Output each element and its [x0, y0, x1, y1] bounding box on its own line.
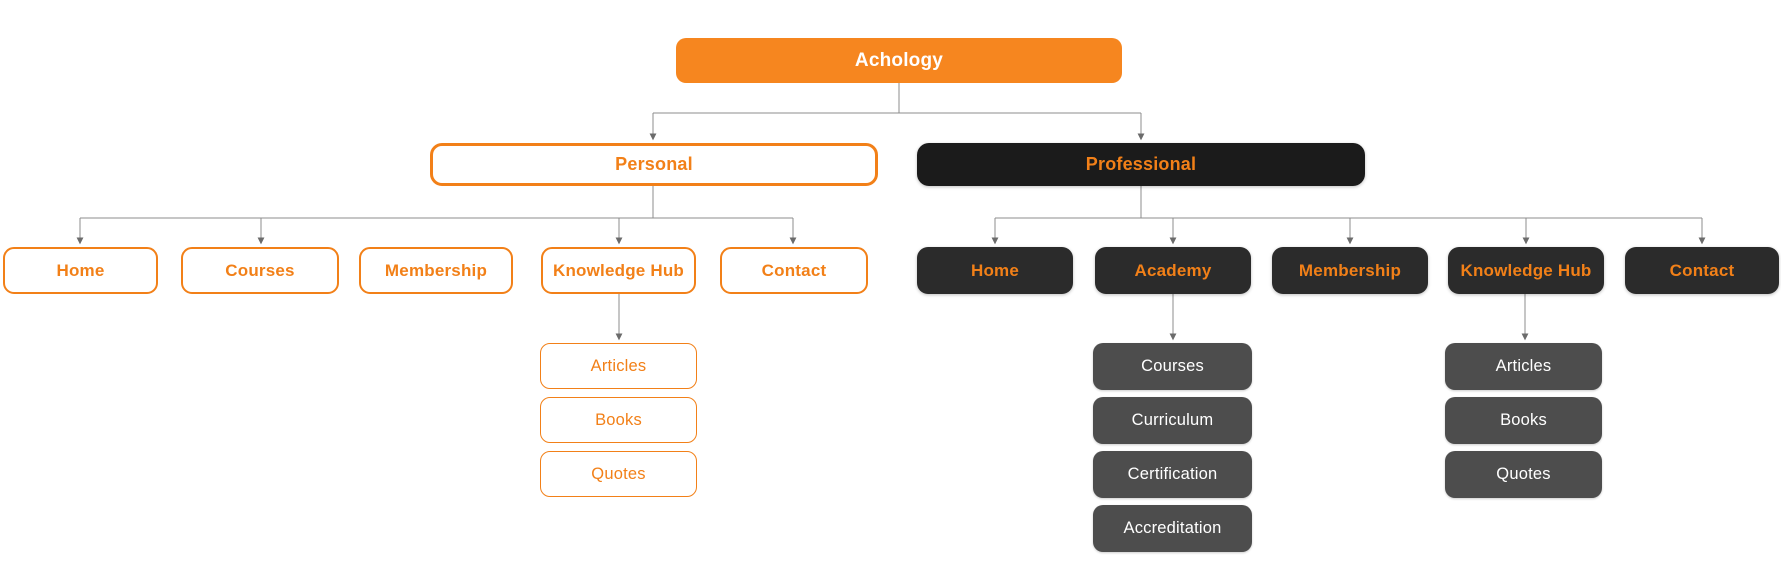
- node-professional-articles[interactable]: Articles: [1445, 343, 1602, 390]
- edges-professional-nav: [991, 186, 1706, 245]
- node-label: Professional: [1085, 154, 1197, 174]
- node-personal-courses[interactable]: Courses: [181, 247, 339, 294]
- node-label: Courses: [1141, 357, 1204, 375]
- node-label: Books: [1500, 411, 1547, 429]
- node-professional-membership[interactable]: Membership: [1272, 247, 1428, 294]
- node-personal[interactable]: Personal: [430, 143, 878, 186]
- node-label: Accreditation: [1123, 519, 1222, 537]
- node-label: Certification: [1127, 465, 1218, 483]
- node-academy-courses[interactable]: Courses: [1093, 343, 1252, 390]
- edges-root: [649, 83, 1145, 141]
- node-label: Home: [56, 260, 105, 280]
- node-professional-quotes[interactable]: Quotes: [1445, 451, 1602, 498]
- node-personal-quotes[interactable]: Quotes: [540, 451, 697, 497]
- node-professional[interactable]: Professional: [917, 143, 1365, 186]
- node-personal-contact[interactable]: Contact: [720, 247, 868, 294]
- node-label: Books: [595, 410, 642, 429]
- node-professional-home[interactable]: Home: [917, 247, 1073, 294]
- node-label: Membership: [1298, 260, 1402, 280]
- node-professional-books[interactable]: Books: [1445, 397, 1602, 444]
- edges-personal-nav: [76, 186, 797, 245]
- node-label: Articles: [590, 356, 647, 375]
- node-professional-contact[interactable]: Contact: [1625, 247, 1779, 294]
- node-achology[interactable]: Achology: [676, 38, 1122, 83]
- node-academy-accreditation[interactable]: Accreditation: [1093, 505, 1252, 552]
- node-label: Home: [970, 260, 1020, 280]
- node-academy-certification[interactable]: Certification: [1093, 451, 1252, 498]
- node-label: Quotes: [1496, 465, 1551, 483]
- node-personal-home[interactable]: Home: [3, 247, 158, 294]
- node-label: Courses: [225, 260, 295, 280]
- node-personal-articles[interactable]: Articles: [540, 343, 697, 389]
- node-label: Academy: [1134, 260, 1212, 280]
- node-personal-knowledge-hub[interactable]: Knowledge Hub: [541, 247, 696, 294]
- node-label: Quotes: [591, 464, 646, 483]
- node-personal-membership[interactable]: Membership: [359, 247, 513, 294]
- node-label: Curriculum: [1131, 411, 1214, 429]
- node-label: Contact: [1669, 260, 1735, 280]
- node-professional-academy[interactable]: Academy: [1095, 247, 1251, 294]
- node-label: Membership: [384, 260, 488, 280]
- node-personal-books[interactable]: Books: [540, 397, 697, 443]
- node-label: Achology: [854, 49, 944, 71]
- node-label: Personal: [615, 154, 693, 174]
- node-academy-curriculum[interactable]: Curriculum: [1093, 397, 1252, 444]
- node-professional-knowledge-hub[interactable]: Knowledge Hub: [1448, 247, 1604, 294]
- node-label: Articles: [1495, 357, 1552, 375]
- node-label: Contact: [761, 260, 827, 280]
- node-label: Knowledge Hub: [1460, 260, 1592, 280]
- node-label: Knowledge Hub: [552, 260, 685, 280]
